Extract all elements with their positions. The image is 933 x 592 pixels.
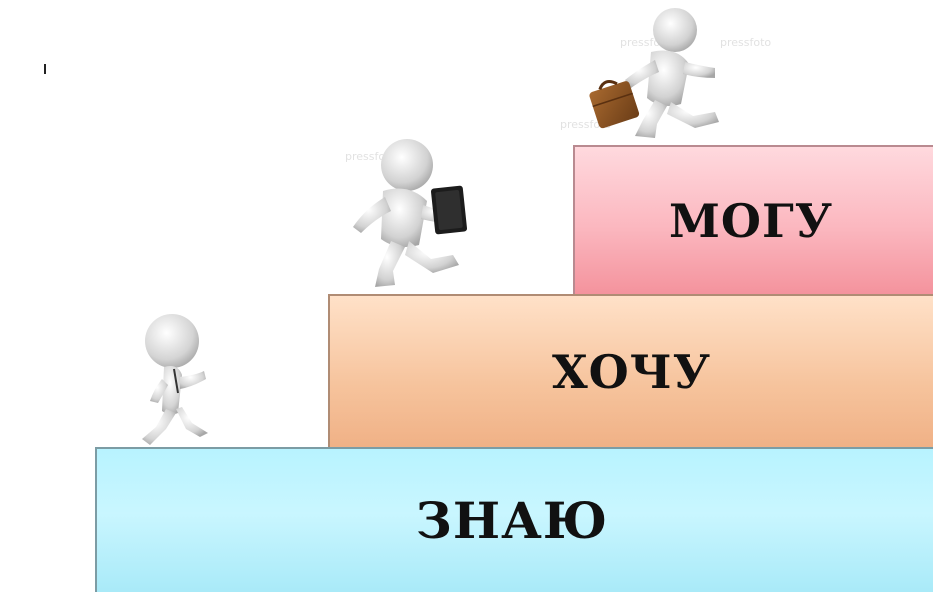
watermark: pressfoto (720, 36, 772, 49)
step-bottom-label: ЗНАЮ (415, 491, 609, 550)
figure-walking-with-briefcase (589, 8, 719, 138)
step-top-label: МОГУ (668, 193, 834, 248)
figure-running (142, 314, 208, 445)
stray-mark (44, 64, 46, 74)
figure-walking-with-folder (353, 139, 468, 287)
step-bottom: ЗНАЮ (95, 447, 933, 592)
step-middle: ХОЧУ (328, 294, 933, 447)
step-top: МОГУ (573, 145, 933, 294)
step-middle-label: ХОЧУ (551, 344, 712, 399)
